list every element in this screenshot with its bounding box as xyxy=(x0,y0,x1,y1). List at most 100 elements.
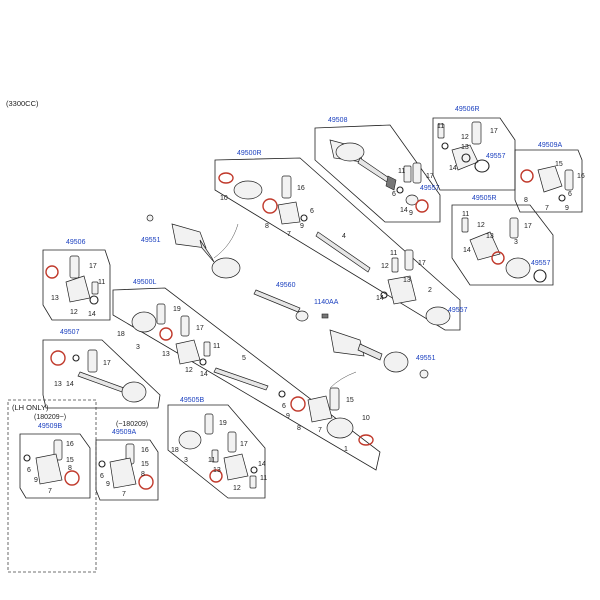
ref-49500R[interactable]: 49500R xyxy=(237,150,262,157)
ring-part-6 xyxy=(23,454,31,462)
ring-part-6 xyxy=(98,460,106,468)
nut-part xyxy=(146,214,154,222)
boot-part-7 xyxy=(307,395,333,423)
callout-7: 7 xyxy=(318,427,322,434)
grease-part-16 xyxy=(281,175,292,199)
ref-49509A-top[interactable]: 49509A xyxy=(538,142,562,149)
ref-49557-b[interactable]: 49557 xyxy=(486,153,506,160)
callout-17: 17 xyxy=(196,325,204,332)
ring-part-6 xyxy=(300,214,308,222)
callout-11: 11 xyxy=(398,168,405,175)
ring-part-6 xyxy=(558,194,566,202)
callout-6: 6 xyxy=(100,473,104,480)
grease-part-17 xyxy=(180,315,190,337)
callout-17: 17 xyxy=(240,441,248,448)
panel-49509B xyxy=(19,433,91,499)
ref-49500L[interactable]: 49500L xyxy=(133,279,156,286)
callout-14: 14 xyxy=(449,165,457,172)
ref-49551-b[interactable]: 49551 xyxy=(416,355,436,362)
seal-part-8 xyxy=(520,169,534,183)
ref-49505R[interactable]: 49505R xyxy=(472,195,497,202)
ref-49505B[interactable]: 49505B xyxy=(180,397,204,404)
callout-8: 8 xyxy=(265,223,269,230)
ref-49557-a[interactable]: 49557 xyxy=(420,185,440,192)
ring-part-14 xyxy=(405,194,419,206)
callout-16: 16 xyxy=(141,447,149,454)
grease-part-16 xyxy=(564,169,574,191)
ref-49506R[interactable]: 49506R xyxy=(455,106,480,113)
callout-10: 10 xyxy=(220,195,228,202)
clamp-ring xyxy=(533,269,547,283)
ring-part xyxy=(250,466,258,474)
callout-15: 15 xyxy=(346,397,354,404)
ref-49509A-bottom[interactable]: 49509A xyxy=(112,429,136,436)
callout-8: 8 xyxy=(297,425,301,432)
callout-13: 13 xyxy=(51,295,59,302)
ref-49507[interactable]: 49507 xyxy=(60,329,80,336)
callout-4: 4 xyxy=(342,233,346,240)
callout-14: 14 xyxy=(463,247,471,254)
callout-10: 10 xyxy=(362,415,370,422)
callout-9: 9 xyxy=(34,477,38,484)
drive-shaft-49500L xyxy=(329,329,409,389)
callout-15: 15 xyxy=(555,161,563,168)
lh-date-label: (180209~) xyxy=(34,414,66,421)
joint-part xyxy=(233,180,263,200)
boot-part-15 xyxy=(109,457,137,489)
seal-part-9 xyxy=(415,199,429,213)
callout-12: 12 xyxy=(381,263,389,270)
callout-12: 12 xyxy=(477,222,485,229)
callout-3: 3 xyxy=(136,344,140,351)
callout-11: 11 xyxy=(98,279,105,286)
clamp-part-11 xyxy=(403,165,412,183)
boot-part-13 xyxy=(65,275,91,303)
ref-1140AA[interactable]: 1140AA xyxy=(314,299,339,306)
ref-49508[interactable]: 49508 xyxy=(328,117,348,124)
grease-part-17 xyxy=(509,217,519,239)
callout-6: 6 xyxy=(27,467,31,474)
callout-17: 17 xyxy=(89,263,97,270)
callout-17: 17 xyxy=(524,223,532,230)
callout-2: 2 xyxy=(428,287,432,294)
panel-49505B xyxy=(167,404,266,499)
seal-part-8 xyxy=(290,396,306,412)
ring-part xyxy=(72,354,80,362)
ref-49506[interactable]: 49506 xyxy=(66,239,86,246)
ref-49557-c[interactable]: 49557 xyxy=(531,260,551,267)
callout-7: 7 xyxy=(122,491,126,498)
callout-16: 16 xyxy=(66,441,74,448)
panel-49506 xyxy=(42,249,111,321)
joint-housing xyxy=(505,257,531,279)
callout-14: 14 xyxy=(400,207,408,214)
panel-49505R xyxy=(451,204,554,286)
shaft-part-5 xyxy=(213,367,269,391)
lr-date-label: (~180209) xyxy=(116,421,148,428)
callout-8: 8 xyxy=(524,197,528,204)
ref-49560[interactable]: 49560 xyxy=(276,282,296,289)
callout-11: 11 xyxy=(260,475,267,482)
seal-part xyxy=(50,350,66,366)
ref-49551-a[interactable]: 49551 xyxy=(141,237,161,244)
callout-13: 13 xyxy=(162,351,170,358)
ring-part-6 xyxy=(278,390,286,398)
callout-11: 11 xyxy=(462,211,469,218)
seal-part xyxy=(218,172,234,184)
boot-part-7 xyxy=(277,201,301,225)
joint-part-3 xyxy=(131,311,157,333)
ref-49509B[interactable]: 49509B xyxy=(38,423,62,430)
boot-part-13 xyxy=(451,144,479,171)
panel-49508 xyxy=(314,124,441,223)
seal-part-8 xyxy=(138,474,154,490)
joint-part-1 xyxy=(326,417,354,439)
callout-6: 6 xyxy=(568,191,572,198)
callout-9: 9 xyxy=(565,205,569,212)
ring-part xyxy=(380,291,388,299)
callout-14: 14 xyxy=(88,311,96,318)
ref-49557-d[interactable]: 49557 xyxy=(448,307,468,314)
ring-part xyxy=(89,295,99,305)
callout-15: 15 xyxy=(141,461,149,468)
seal-part xyxy=(209,469,223,483)
callout-3: 3 xyxy=(514,239,518,246)
callout-6: 6 xyxy=(310,208,314,215)
ring-part xyxy=(441,142,449,150)
